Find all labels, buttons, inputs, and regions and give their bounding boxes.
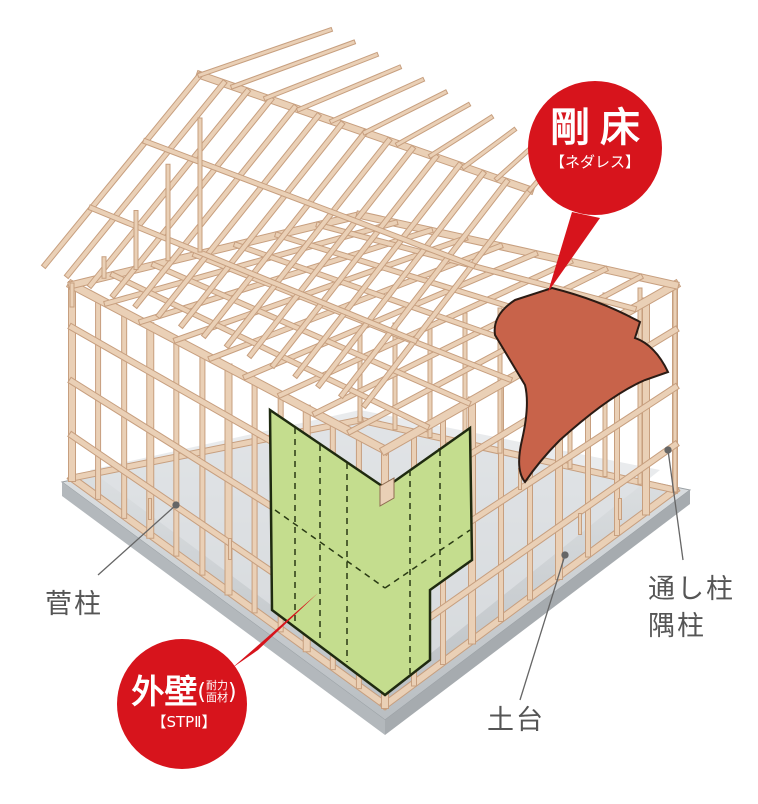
label-kudabashira: 菅柱 xyxy=(45,588,103,622)
rigid-floor-title: 剛床 xyxy=(530,104,660,152)
paren-close: ) xyxy=(228,680,237,705)
label-dodai: 土台 xyxy=(487,704,545,738)
rafter-back xyxy=(266,55,376,98)
label-sumibashira: 隅柱 xyxy=(648,610,706,644)
rafter-back xyxy=(200,30,330,75)
rafter-back xyxy=(464,130,514,167)
exterior-wall-title-row: 外壁 ( 耐力 面材 ) xyxy=(120,672,248,712)
rafter xyxy=(45,75,200,265)
rigid-floor-subtitle: 【ネダレス】 xyxy=(530,152,660,172)
exterior-wall-subtitle: 【STPⅡ】 xyxy=(120,712,248,732)
rafter-back xyxy=(332,80,422,121)
exterior-wall-callout: 外壁 ( 耐力 面材 ) 【STPⅡ】 xyxy=(120,672,248,732)
rafter-back xyxy=(233,43,353,87)
paren-open: ( xyxy=(197,680,206,705)
load-bearing-panel-note: 耐力 面材 xyxy=(206,680,228,704)
label-toshibashira: 通し柱 xyxy=(648,573,735,607)
exterior-wall-title: 外壁 xyxy=(131,672,197,712)
load-bearing-line2: 面材 xyxy=(206,692,228,704)
rafter-back xyxy=(299,68,399,110)
rigid-floor-callout: 剛床 【ネダレス】 xyxy=(530,104,660,172)
rafter xyxy=(159,116,318,315)
rafter xyxy=(251,149,412,355)
